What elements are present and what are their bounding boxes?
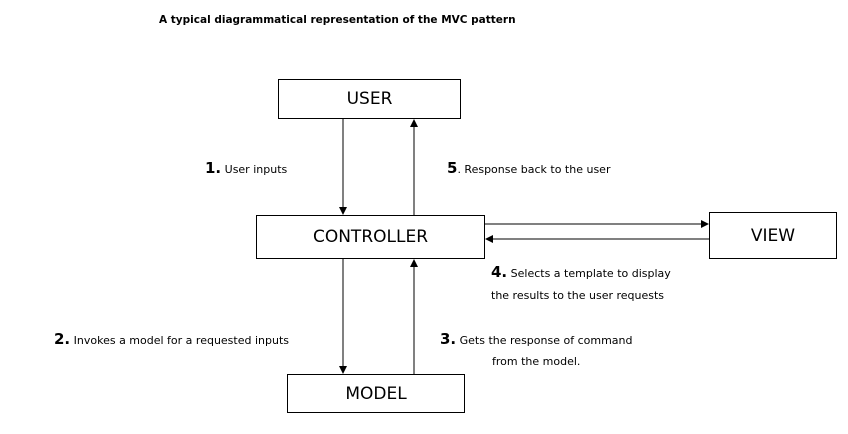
step-5-label: 5. Response back to the user xyxy=(447,160,610,178)
model-box: MODEL xyxy=(287,374,465,413)
step-4-label: 4. Selects a template to display xyxy=(491,264,671,282)
diagram-title: A typical diagrammatical representation … xyxy=(159,14,516,26)
step-2-text: Invokes a model for a requested inputs xyxy=(70,334,289,347)
step-1-number: 1. xyxy=(205,159,222,177)
step-4-number: 4. xyxy=(491,263,508,281)
view-box: VIEW xyxy=(709,212,837,259)
step-2-label: 2. Invokes a model for a requested input… xyxy=(54,331,289,349)
step-4-text-line1: Selects a template to display xyxy=(507,267,671,280)
step-3-number: 3. xyxy=(440,330,457,348)
user-label: USER xyxy=(346,89,393,109)
step-5-text: . Response back to the user xyxy=(457,163,611,176)
user-box: USER xyxy=(278,79,461,119)
step-1-text: User inputs xyxy=(221,163,288,176)
step-1-label: 1. User inputs xyxy=(205,160,287,178)
step-5-number: 5 xyxy=(447,159,458,177)
step-3-text-line2: from the model. xyxy=(492,355,581,368)
step-2-number: 2. xyxy=(54,330,71,348)
model-label: MODEL xyxy=(345,383,407,404)
controller-label: CONTROLLER xyxy=(312,227,429,247)
step-4-text-line2: the results to the user requests xyxy=(491,289,665,302)
step-3-text-line1: Gets the response of command xyxy=(456,334,633,347)
view-label: VIEW xyxy=(750,225,796,246)
step-3-label: 3. Gets the response of command xyxy=(440,331,632,349)
controller-box: CONTROLLER xyxy=(256,215,485,259)
